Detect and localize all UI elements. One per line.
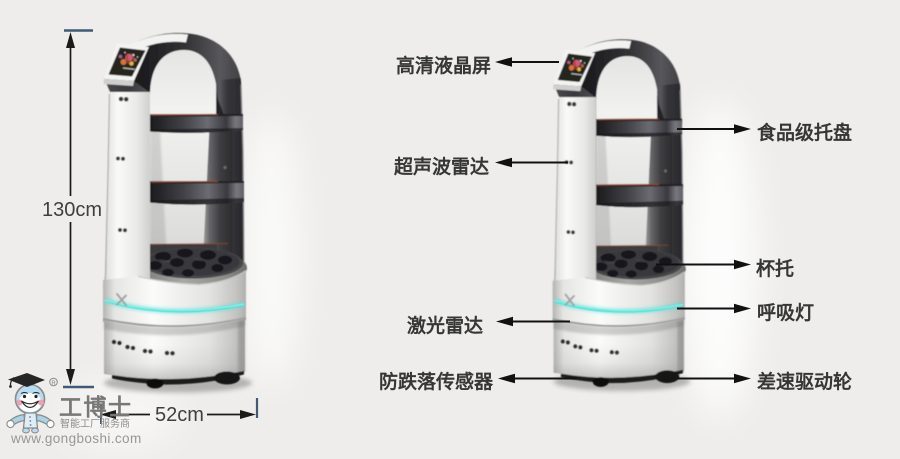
svg-text:www.gongboshi.com: www.gongboshi.com: [10, 431, 142, 446]
svg-text:工博士: 工博士: [59, 394, 133, 420]
svg-text:智能工厂服务商: 智能工厂服务商: [60, 417, 130, 430]
svg-text:R: R: [51, 381, 56, 387]
